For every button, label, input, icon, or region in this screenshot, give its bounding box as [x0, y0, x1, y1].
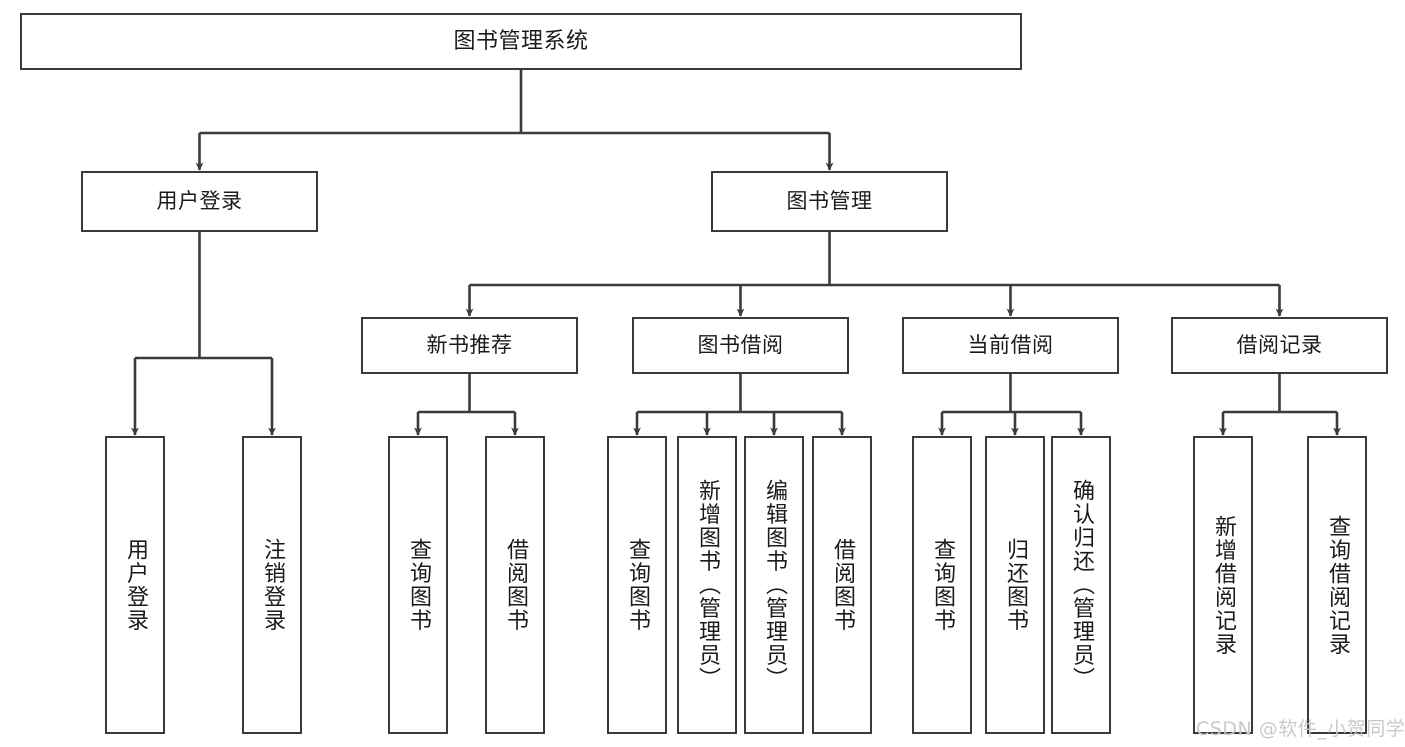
node-label-leaf-query-book-2: 查询图书 [625, 538, 650, 632]
node-label-book-manage: 图书管理 [786, 189, 873, 214]
node-leaf-query-book-1[interactable]: 查询图书 [388, 436, 448, 734]
node-user-login[interactable]: 用户登录 [81, 171, 318, 232]
node-leaf-query-record[interactable]: 查询借阅记录 [1307, 436, 1367, 734]
node-book-manage[interactable]: 图书管理 [711, 171, 948, 232]
node-book-borrow[interactable]: 图书借阅 [632, 317, 849, 374]
node-leaf-user-logout[interactable]: 注销登录 [242, 436, 302, 734]
node-label-user-login: 用户登录 [156, 189, 243, 214]
node-label-root: 图书管理系统 [453, 28, 589, 54]
node-label-leaf-edit-book: 编辑图书（管理员） [762, 479, 787, 691]
node-label-leaf-user-logout: 注销登录 [260, 538, 285, 632]
node-leaf-add-book[interactable]: 新增图书（管理员） [677, 436, 737, 734]
node-root[interactable]: 图书管理系统 [20, 13, 1022, 70]
node-label-leaf-add-record: 新增借阅记录 [1211, 514, 1236, 656]
node-leaf-user-login[interactable]: 用户登录 [105, 436, 165, 734]
node-leaf-confirm-return[interactable]: 确认归还（管理员） [1051, 436, 1111, 734]
node-new-book-rec[interactable]: 新书推荐 [361, 317, 578, 374]
node-borrow-record[interactable]: 借阅记录 [1171, 317, 1388, 374]
node-label-leaf-query-record: 查询借阅记录 [1325, 514, 1350, 656]
node-leaf-borrow-book-2[interactable]: 借阅图书 [812, 436, 872, 734]
node-leaf-query-book-3[interactable]: 查询图书 [912, 436, 972, 734]
node-leaf-edit-book[interactable]: 编辑图书（管理员） [744, 436, 804, 734]
node-leaf-return-book[interactable]: 归还图书 [985, 436, 1045, 734]
node-label-borrow-record: 借阅记录 [1236, 333, 1323, 358]
node-label-leaf-add-book: 新增图书（管理员） [695, 479, 720, 691]
node-leaf-borrow-book-1[interactable]: 借阅图书 [485, 436, 545, 734]
node-label-leaf-query-book-3: 查询图书 [930, 538, 955, 632]
node-label-leaf-confirm-return: 确认归还（管理员） [1069, 479, 1094, 691]
node-label-leaf-borrow-book-1: 借阅图书 [503, 538, 528, 632]
node-leaf-add-record[interactable]: 新增借阅记录 [1193, 436, 1253, 734]
node-current-borrow[interactable]: 当前借阅 [902, 317, 1119, 374]
node-label-leaf-borrow-book-2: 借阅图书 [830, 538, 855, 632]
node-label-leaf-query-book-1: 查询图书 [406, 538, 431, 632]
node-label-leaf-return-book: 归还图书 [1003, 538, 1028, 632]
node-label-new-book-rec: 新书推荐 [426, 333, 513, 358]
node-leaf-query-book-2[interactable]: 查询图书 [607, 436, 667, 734]
node-label-leaf-user-login: 用户登录 [123, 538, 148, 632]
node-label-current-borrow: 当前借阅 [967, 333, 1054, 358]
node-label-book-borrow: 图书借阅 [697, 333, 784, 358]
